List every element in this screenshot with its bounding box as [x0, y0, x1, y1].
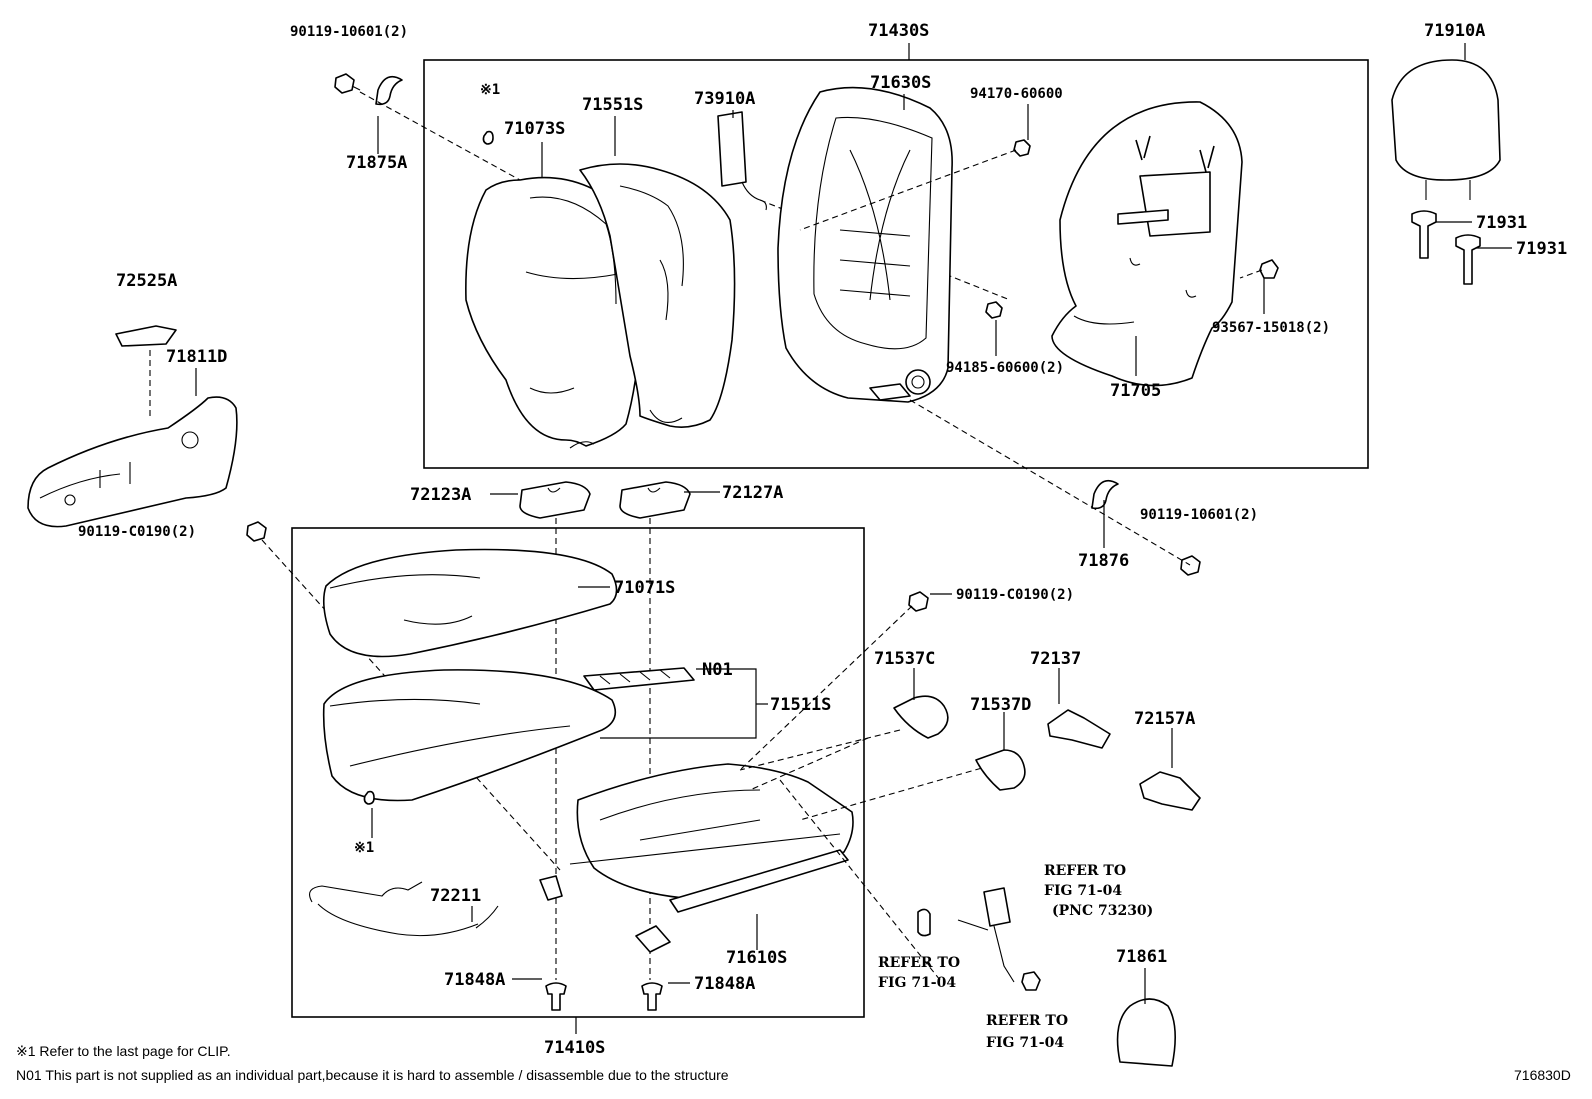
- seatback-frame-71630S[interactable]: [777, 86, 953, 403]
- fastener-b[interactable]: [1021, 971, 1041, 991]
- cover-72137[interactable]: [1047, 709, 1111, 749]
- label-71910A: 71910A: [1424, 21, 1485, 41]
- label-71551S: 71551S: [582, 95, 643, 115]
- refer-seat-belt-line2: FIG 71-04: [1044, 883, 1122, 899]
- label-71848A-right: 71848A: [694, 974, 755, 994]
- label-72157A: 72157A: [1134, 709, 1195, 729]
- bracket-71875A[interactable]: [375, 75, 403, 106]
- label-71811D: 71811D: [166, 347, 227, 367]
- seat-cushion-frame-71610S[interactable]: [539, 763, 854, 953]
- label-N01: N01: [702, 660, 733, 680]
- sensor-73910A[interactable]: [717, 111, 767, 211]
- part-N01[interactable]: [583, 667, 695, 691]
- refer-fastener-a-line2: FIG 71-04: [878, 975, 956, 991]
- headrest-support-71931-b[interactable]: [1455, 234, 1481, 285]
- cover-72123A[interactable]: [519, 481, 591, 519]
- screw-90119-10601-top[interactable]: [334, 73, 361, 94]
- label-72127A: 72127A: [722, 483, 783, 503]
- refer-fastener-a-line1: REFER TO: [878, 955, 960, 971]
- label-71537D: 71537D: [970, 695, 1031, 715]
- label-71071S: 71071S: [614, 578, 675, 598]
- footnote-n01: N01 This part is not supplied as an indi…: [16, 1067, 729, 1083]
- label-71630S: 71630S: [870, 73, 931, 93]
- clip-93567-15018[interactable]: [1259, 259, 1279, 279]
- label-71610S: 71610S: [726, 948, 787, 968]
- label-94185-60600: 94185-60600(2): [946, 360, 1064, 376]
- seat-belt-inner[interactable]: [957, 887, 1015, 983]
- label-90119-C0190-right: 90119-C0190(2): [956, 587, 1074, 603]
- cover-71537D[interactable]: [975, 749, 1026, 791]
- cover-71537C[interactable]: [893, 695, 949, 739]
- seatback-pad-71551S[interactable]: [579, 163, 736, 428]
- seatback-assembly-box: [423, 59, 1369, 469]
- refer-seat-belt-line3: (PNC 73230): [1052, 903, 1153, 919]
- label-71537C: 71537C: [874, 649, 935, 669]
- seat-cushion-assembly-box: [291, 527, 865, 1018]
- screw-90119-C0190-right[interactable]: [908, 591, 929, 612]
- label-71931-a: 71931: [1476, 213, 1527, 233]
- label-73910A: 73910A: [694, 89, 755, 109]
- label-71848A-left: 71848A: [444, 970, 505, 990]
- label-94170-60600: 94170-60600: [970, 86, 1063, 102]
- label-72137: 72137: [1030, 649, 1081, 669]
- label-90119-10601-top: 90119-10601(2): [290, 24, 408, 40]
- bolt-71848A-right[interactable]: [641, 982, 663, 1011]
- label-clip-mark-bottom: ※1: [354, 840, 374, 856]
- label-71705: 71705: [1110, 381, 1161, 401]
- label-71410S: 71410S: [544, 1038, 605, 1058]
- label-clip-mark-top: ※1: [480, 82, 500, 98]
- diagram-id: 716830D: [1514, 1067, 1571, 1083]
- screw-90119-10601-right[interactable]: [1180, 555, 1201, 576]
- label-90119-10601-right: 90119-10601(2): [1140, 507, 1258, 523]
- fastener-a[interactable]: [917, 908, 931, 937]
- label-71876: 71876: [1078, 551, 1129, 571]
- cover-72157A[interactable]: [1139, 771, 1201, 811]
- headrest-support-71931-a[interactable]: [1411, 210, 1437, 259]
- wire-72211[interactable]: [309, 881, 499, 937]
- label-93567-15018: 93567-15018(2): [1212, 320, 1330, 336]
- seat-cushion-pad-71511S[interactable]: [322, 669, 617, 802]
- cover-71861[interactable]: [1116, 998, 1176, 1067]
- bolt-71848A-left[interactable]: [545, 982, 567, 1011]
- footnote-clip: ※1 Refer to the last page for CLIP.: [16, 1043, 231, 1059]
- seat-shield-71811D[interactable]: [27, 396, 238, 528]
- clip-top[interactable]: [482, 130, 494, 145]
- cover-72127A[interactable]: [619, 481, 691, 519]
- screw-90119-C0190-left[interactable]: [246, 521, 267, 542]
- label-71073S: 71073S: [504, 119, 565, 139]
- nut-94170-60600[interactable]: [1013, 139, 1031, 157]
- label-71511S: 71511S: [770, 695, 831, 715]
- seatback-board-71705[interactable]: [1051, 101, 1243, 387]
- bracket-71876[interactable]: [1091, 479, 1119, 510]
- seat-cushion-cover-71071S[interactable]: [322, 548, 618, 658]
- label-72525A: 72525A: [116, 271, 177, 291]
- label-71430S: 71430S: [868, 21, 929, 41]
- label-71875A: 71875A: [346, 153, 407, 173]
- knob-cover-72525A[interactable]: [115, 325, 177, 347]
- label-71861: 71861: [1116, 947, 1167, 967]
- label-72211: 72211: [430, 886, 481, 906]
- refer-fastener-b-line1: REFER TO: [986, 1013, 1068, 1029]
- headrest-71910A[interactable]: [1391, 59, 1501, 200]
- label-71931-b: 71931: [1516, 239, 1567, 259]
- label-72123A: 72123A: [410, 485, 471, 505]
- clip-bottom[interactable]: [363, 790, 375, 805]
- label-90119-C0190-left: 90119-C0190(2): [78, 524, 196, 540]
- refer-seat-belt-line1: REFER TO: [1044, 863, 1126, 879]
- refer-fastener-b-line2: FIG 71-04: [986, 1035, 1064, 1051]
- nut-94185-60600[interactable]: [985, 301, 1003, 319]
